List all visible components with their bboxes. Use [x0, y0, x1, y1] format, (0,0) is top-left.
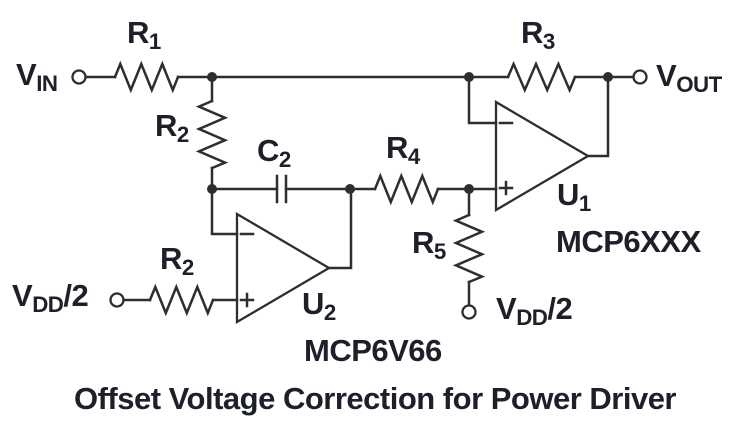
resistor-r2-top [195, 75, 229, 191]
label-vdd2-left: VDD/2 [12, 278, 89, 318]
plus-sign-u2 [239, 292, 255, 308]
label-r2-bottom: R2 [160, 241, 194, 281]
junction-u1-output [603, 72, 613, 82]
resistor-r5 [452, 187, 486, 307]
label-vin: VIN [16, 57, 58, 97]
resistor-r2-bottom [122, 283, 239, 317]
label-r2-top: R2 [155, 108, 189, 148]
wire-u1-inverting-input [467, 75, 498, 125]
wire-u1-output [586, 75, 610, 158]
label-vout: VOUT [656, 58, 722, 98]
capacitor-c2 [210, 174, 352, 204]
label-r5: R5 [412, 225, 446, 265]
resistor-r1 [113, 60, 180, 94]
terminal-vin [71, 69, 87, 85]
junction-r4-r5 [464, 184, 474, 194]
terminal-vout [632, 69, 648, 85]
junction-dots [207, 72, 613, 194]
junction-r2-c2 [207, 184, 217, 194]
resistor-r3 [506, 60, 577, 94]
terminal-vdd2-left [109, 292, 125, 308]
plus-sign-u1 [498, 180, 514, 196]
label-vdd2-right: VDD/2 [496, 291, 573, 331]
opamp-u1 [494, 99, 591, 213]
wire-u2-output [327, 187, 353, 270]
wire-u2-inverting-input [210, 187, 239, 236]
label-r4: R4 [386, 130, 420, 170]
opamp-u2 [235, 211, 332, 325]
junction-c2-r4 [345, 184, 355, 194]
label-c2: C2 [257, 133, 291, 173]
terminal-vdd2-right [461, 304, 477, 320]
label-u1: U1 [557, 177, 591, 217]
figure-caption: Offset Voltage Correction for Power Driv… [74, 381, 677, 416]
resistor-r4 [348, 172, 498, 206]
label-u2-part: MCP6V66 [304, 333, 442, 368]
label-u1-part: MCP6XXX [556, 224, 701, 259]
label-r3: R3 [521, 15, 555, 55]
label-r1: R1 [127, 15, 161, 55]
junction-u1-inverting [464, 72, 474, 82]
label-u2: U2 [302, 286, 336, 326]
junction-r1-r2 [207, 72, 217, 82]
